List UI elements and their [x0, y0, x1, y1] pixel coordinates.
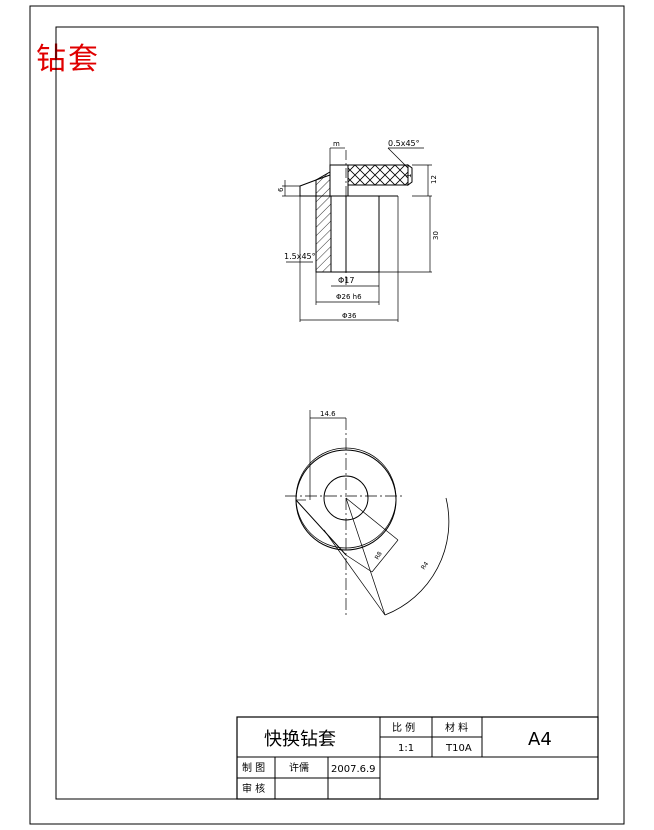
dim-height-main: 30	[432, 231, 440, 240]
dim-radius-outer: R4	[420, 560, 430, 571]
dim-left-small: 6	[277, 187, 285, 192]
section-view: m 0.5x45° 12 30 6 1 1.5x45° Φ17 Φ26 h6 Φ…	[277, 139, 440, 322]
dim-offset: 14.6	[320, 410, 336, 418]
title-block: 快换钻套 比 例 1:1 材 料 T10A A4 制 图 许儒 2007.6.9…	[236, 716, 599, 800]
drawn-by-label: 制 图	[242, 761, 265, 774]
part-name: 快换钻套	[264, 729, 336, 750]
dim-top-left: m	[333, 140, 340, 148]
dim-outer-fit: Φ26 h6	[336, 293, 362, 301]
drawn-by-name: 许儒	[289, 761, 309, 774]
sheet-size: A4	[528, 729, 552, 750]
chamfer-top-label: 0.5x45°	[388, 139, 420, 148]
dim-bore: Φ17	[338, 276, 354, 285]
dim-height-top: 12	[430, 175, 438, 184]
material-value: T10A	[445, 743, 472, 754]
drawing-corner-title: 钻套	[36, 42, 100, 77]
material-header: 材 料	[445, 721, 468, 734]
flange-head	[347, 164, 409, 186]
plan-view: 14.6 R8 R4	[285, 410, 450, 618]
dim-radius-inner: R8	[374, 550, 384, 561]
scale-header: 比 例	[392, 721, 415, 734]
chamfer-bottom-label: 1.5x45°	[284, 252, 316, 261]
bore	[345, 195, 380, 273]
outer-arc	[384, 497, 450, 616]
checked-by-label: 审 核	[242, 782, 265, 795]
scale-value: 1:1	[398, 743, 414, 754]
dim-right-small: 1	[405, 174, 413, 178]
bore-circle	[323, 475, 369, 521]
drawn-date: 2007.6.9	[331, 764, 376, 775]
body-wall-hatched	[315, 195, 332, 273]
dim-head: Φ36	[342, 312, 357, 320]
sheet-outer-border	[29, 5, 625, 825]
